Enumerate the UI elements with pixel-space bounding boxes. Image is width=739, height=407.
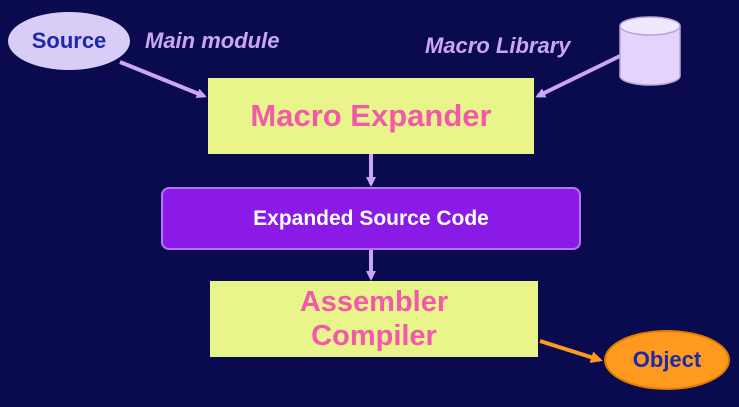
- arrow-library-to-expander: [535, 54, 621, 98]
- expanded-source-code-label: Expanded Source Code: [253, 206, 489, 230]
- source-label: Source: [31, 28, 107, 53]
- source-node: Source: [8, 12, 130, 70]
- assembler-label: Assembler: [299, 286, 449, 318]
- object-node: Object: [604, 330, 730, 390]
- macro-expander-box: Macro Expander: [208, 78, 534, 154]
- arrow-assembler-to-object: [539, 339, 603, 364]
- compiler-label: Compiler: [311, 320, 437, 352]
- arrow-source-to-expander: [119, 60, 207, 99]
- macro-expander-label: Macro Expander: [250, 98, 492, 133]
- expanded-source-code-box: Expanded Source Code: [161, 187, 581, 250]
- assembler-compiler-box: Assembler Compiler: [210, 281, 538, 357]
- macro-library-label: Macro Library: [425, 33, 571, 58]
- main-module-label: Main module: [145, 28, 280, 53]
- database-cylinder-icon: [619, 16, 681, 86]
- object-label: Object: [632, 347, 702, 372]
